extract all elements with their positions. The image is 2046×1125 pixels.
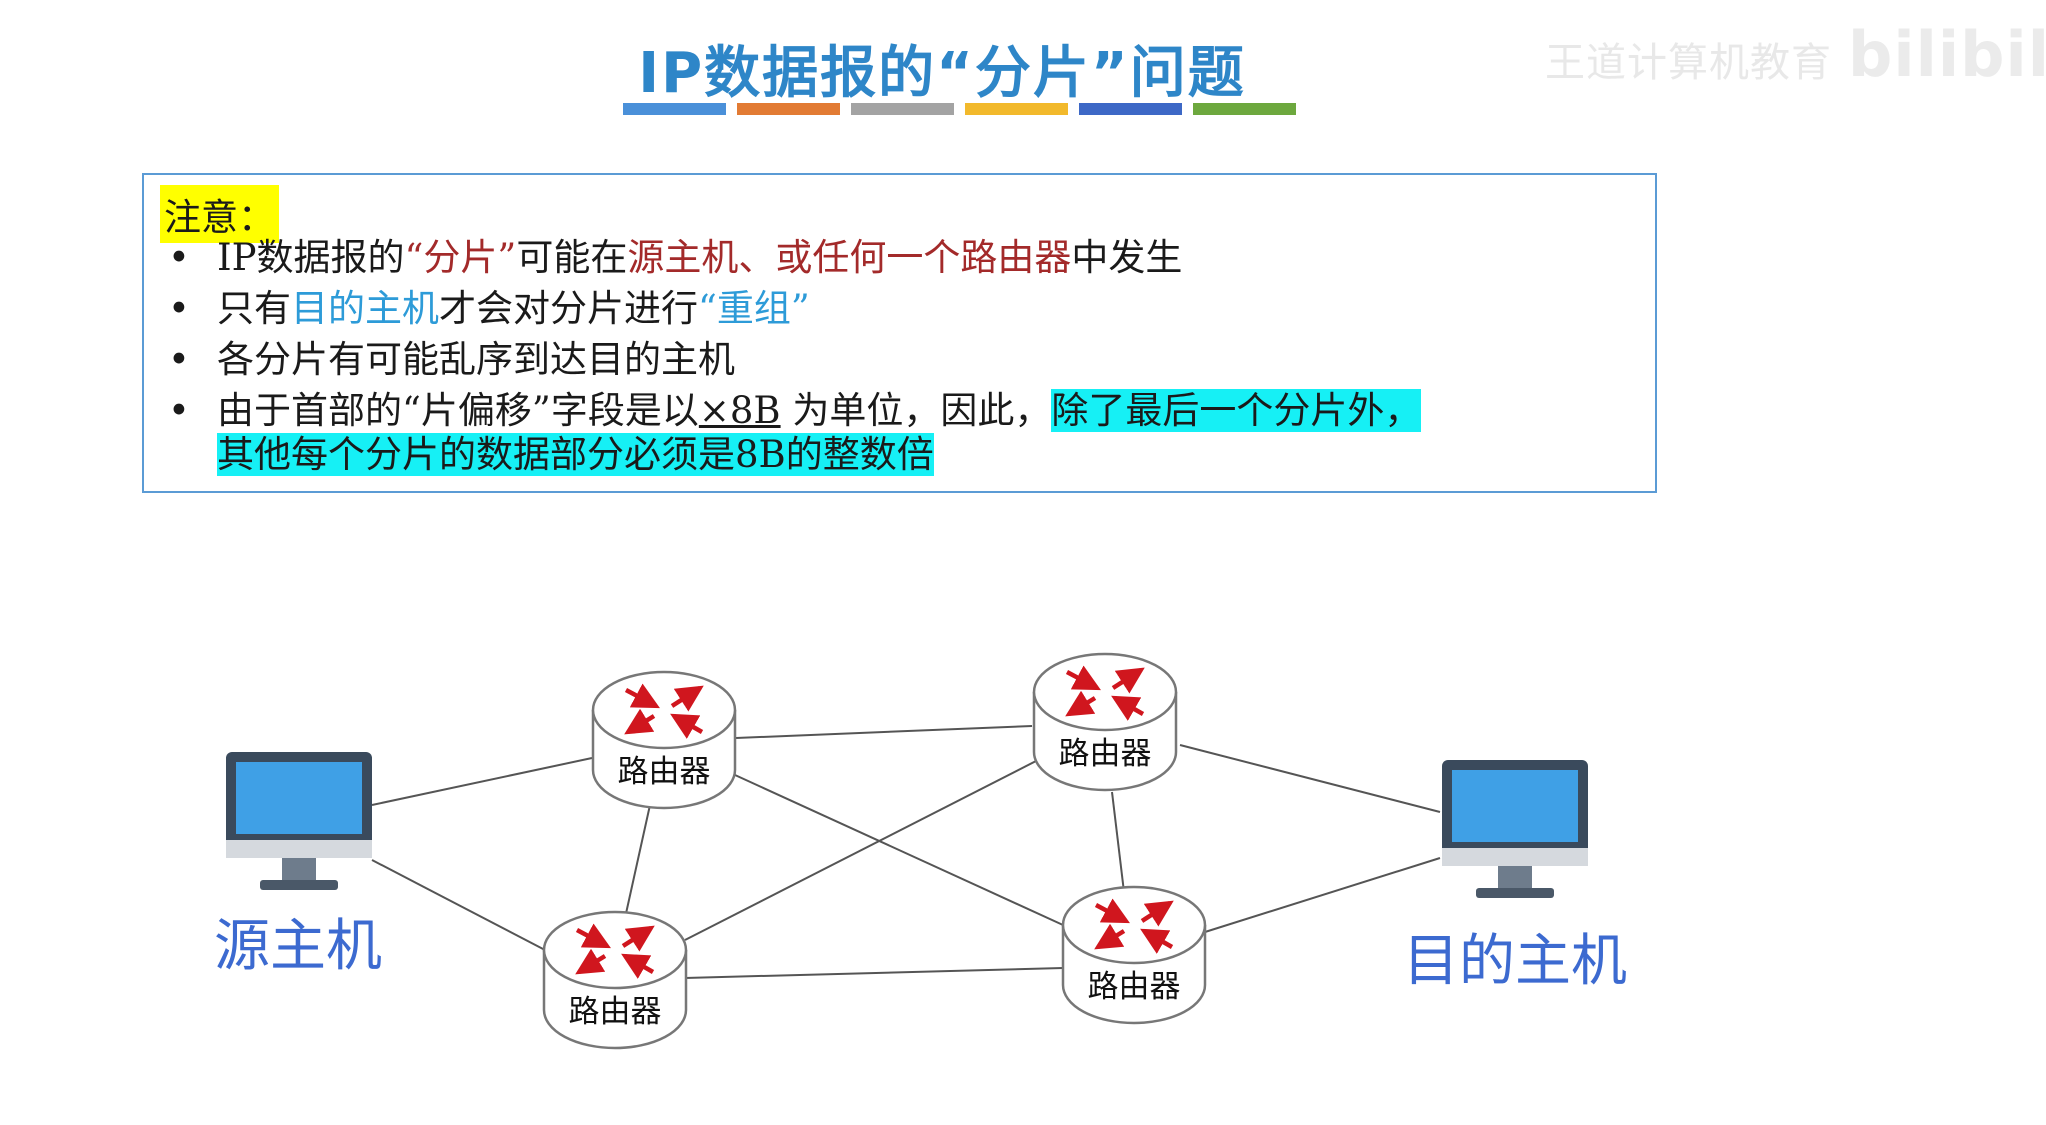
router-2-label: 路由器 [1059, 736, 1152, 772]
link-r4-dst [1204, 857, 1441, 933]
dest-host-label: 目的主机 [1403, 929, 1627, 994]
bullet-4-unit: ×8B [698, 389, 781, 432]
bullet-1-text: 可能在 [516, 236, 628, 279]
title-underline-bars [623, 103, 1296, 115]
link-r2-r4 [1111, 791, 1125, 893]
router-1-label: 路由器 [618, 754, 711, 790]
link-r1-r4 [734, 774, 1064, 926]
page-title: IP数据报的“分片”问题 [638, 41, 1246, 106]
source-host-label: 源主机 [214, 914, 382, 979]
bilibili-logo: bilibili [1848, 18, 2046, 91]
bullet-4-text: 为单位，因此， [780, 389, 1052, 432]
bullet-dot: • [168, 236, 190, 279]
note-bullet-list: • IP数据报的“分片”可能在源主机、或任何一个路由器中发生 • 只有目的主机才会对… [162, 233, 1422, 437]
title-bar-3 [851, 103, 954, 115]
title-bar-1 [623, 103, 726, 115]
watermark-text: 王道计算机教育 [1545, 40, 1832, 86]
bullet-1-where: 源主机、或任何一个路由器 [627, 236, 1072, 279]
link-r2-dst [1179, 744, 1441, 813]
bullet-4-continuation: 其他每个分片的数据部分必须是8B的整数倍 [217, 430, 934, 480]
router-3-label: 路由器 [569, 994, 662, 1030]
bullet-item-2: • 只有目的主机才会对分片进行“重组” [162, 284, 1421, 335]
computer-monitor-icon [1442, 760, 1588, 898]
bullet-4-highlight: 除了最后一个分片外， [1051, 389, 1422, 432]
bullet-item-4: • 由于首部的“片偏移”字段是以×8B 为单位，因此，除了最后一个分片外， [162, 386, 1422, 437]
bullet-1-fragment: “分片” [404, 236, 517, 279]
title-bar-2 [737, 103, 840, 115]
router-1: 路由器 [591, 670, 737, 810]
router-4: 路由器 [1061, 885, 1207, 1025]
bullet-1-text: 中发生 [1071, 236, 1183, 279]
router-arrows-icon [575, 923, 655, 979]
bullet-2-text: 才会对分片进行 [439, 287, 698, 330]
bullet-dot: • [168, 338, 190, 381]
bullet-1-text: IP数据报的 [217, 236, 405, 279]
link-r2-r3 [684, 759, 1039, 941]
link-src-r1 [371, 757, 593, 806]
bullet-dot: • [168, 287, 190, 330]
link-r1-r3 [624, 804, 651, 919]
bullet-item-3: • 各分片有可能乱序到达目的主机 [162, 335, 1421, 386]
note-box: 注意： • IP数据报的“分片”可能在源主机、或任何一个路由器中发生 • 只有目的主… [142, 173, 1657, 493]
bullet-4-highlight-2: 其他每个分片的数据部分必须是8B的整数倍 [217, 433, 934, 476]
source-host: 源主机 [214, 752, 382, 979]
bullet-4-text: 由于首部的“片偏移”字段是以 [217, 389, 699, 432]
bullet-2-dest: 目的主机 [291, 287, 439, 330]
router-arrows-icon [1065, 665, 1145, 721]
bullet-dot: • [168, 389, 190, 432]
computer-monitor-icon [226, 752, 372, 890]
bullet-3-text: 各分片有可能乱序到达目的主机 [217, 338, 735, 381]
title-bar-4 [965, 103, 1068, 115]
bullet-item-1: • IP数据报的“分片”可能在源主机、或任何一个路由器中发生 [162, 233, 1421, 284]
router-3: 路由器 [542, 910, 688, 1050]
router-arrows-icon [1094, 898, 1174, 954]
dest-host: 目的主机 [1403, 760, 1627, 994]
title-bar-5 [1079, 103, 1182, 115]
bullet-2-text: 只有 [217, 287, 291, 330]
bullet-2-reassembly: “重组” [698, 287, 810, 330]
title-bar-6 [1193, 103, 1296, 115]
watermark: 王道计算机教育 bilibili [1545, 18, 2046, 91]
link-r3-r4 [684, 967, 1064, 979]
network-links [371, 725, 1441, 979]
note-heading: 注意： [160, 185, 279, 243]
router-4-label: 路由器 [1088, 969, 1181, 1005]
link-src-r3 [371, 859, 546, 951]
link-r1-r2 [735, 725, 1033, 739]
router-2: 路由器 [1032, 652, 1178, 792]
router-arrows-icon [624, 683, 704, 739]
